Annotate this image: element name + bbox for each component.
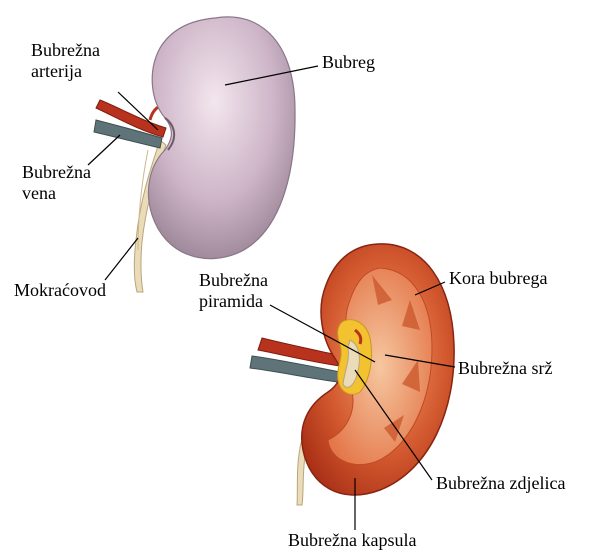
label-renal-medulla: Bubrežna srž <box>458 358 552 379</box>
label-ureter: Mokraćovod <box>14 280 106 301</box>
leader-renal-vein <box>88 135 120 165</box>
leader-ureter <box>105 238 138 280</box>
external-kidney <box>94 17 295 292</box>
label-renal-artery: Bubrežna arterija <box>31 40 100 82</box>
label-renal-cortex: Kora bubrega <box>449 268 547 289</box>
kidney-surface <box>148 17 295 259</box>
label-renal-pyramid: Bubrežna piramida <box>199 270 268 312</box>
label-kidney: Bubreg <box>322 52 375 73</box>
label-renal-vein: Bubrežna vena <box>22 162 91 204</box>
sectioned-kidney <box>250 244 454 505</box>
label-renal-pelvis: Bubrežna zdjelica <box>436 473 565 494</box>
label-renal-capsule: Bubrežna kapsula <box>288 530 416 551</box>
